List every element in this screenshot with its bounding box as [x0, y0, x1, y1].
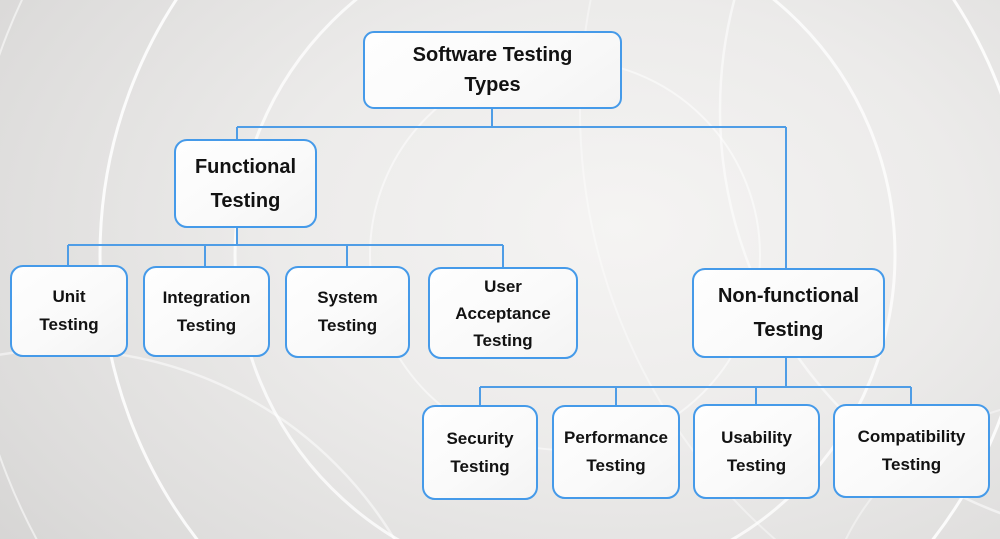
- node-usability-testing: Usability Testing: [693, 404, 820, 499]
- node-label: System Testing: [317, 288, 378, 335]
- node-label: Integration Testing: [162, 287, 251, 335]
- node-software-testing-types: Software Testing Types: [363, 31, 622, 109]
- node-integration-testing: Integration Testing: [143, 266, 270, 357]
- node-compatibility-testing: Compatibility Testing: [833, 404, 990, 498]
- node-label: Security Testing: [446, 428, 514, 476]
- node-unit-testing: Unit Testing: [10, 265, 128, 357]
- node-label: User Acceptance Testing: [455, 276, 551, 350]
- node-user-acceptance-testing: User Acceptance Testing: [428, 267, 578, 359]
- node-label: Functional Testing: [194, 155, 297, 212]
- node-non-functional-testing: Non-functional Testing: [692, 268, 885, 358]
- node-label: Non-functional Testing: [717, 285, 860, 341]
- node-label: Software Testing Types: [412, 44, 573, 96]
- node-label: Unit Testing: [39, 287, 99, 334]
- node-security-testing: Security Testing: [422, 405, 538, 500]
- node-label: Usability Testing: [721, 427, 792, 475]
- node-system-testing: System Testing: [285, 266, 410, 358]
- node-label: Performance Testing: [564, 428, 668, 475]
- node-label: Compatibility Testing: [857, 427, 966, 474]
- node-performance-testing: Performance Testing: [552, 405, 680, 499]
- node-functional-testing: Functional Testing: [174, 139, 317, 228]
